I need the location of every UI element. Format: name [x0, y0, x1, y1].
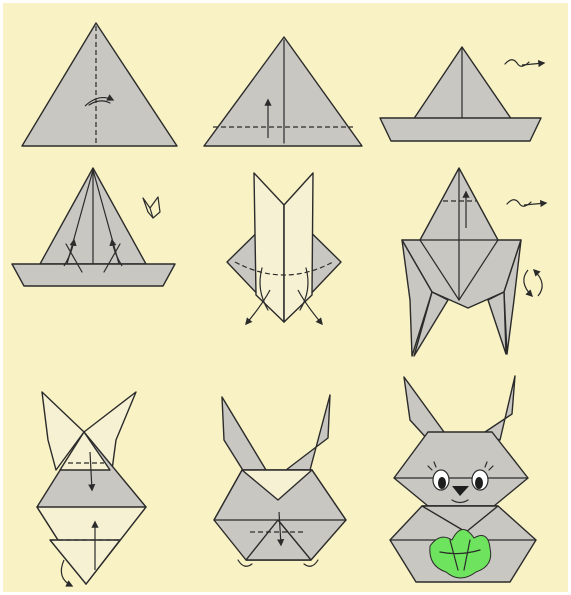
origami-rabbit-diagram — [0, 0, 571, 595]
diagram-canvas — [0, 0, 571, 595]
